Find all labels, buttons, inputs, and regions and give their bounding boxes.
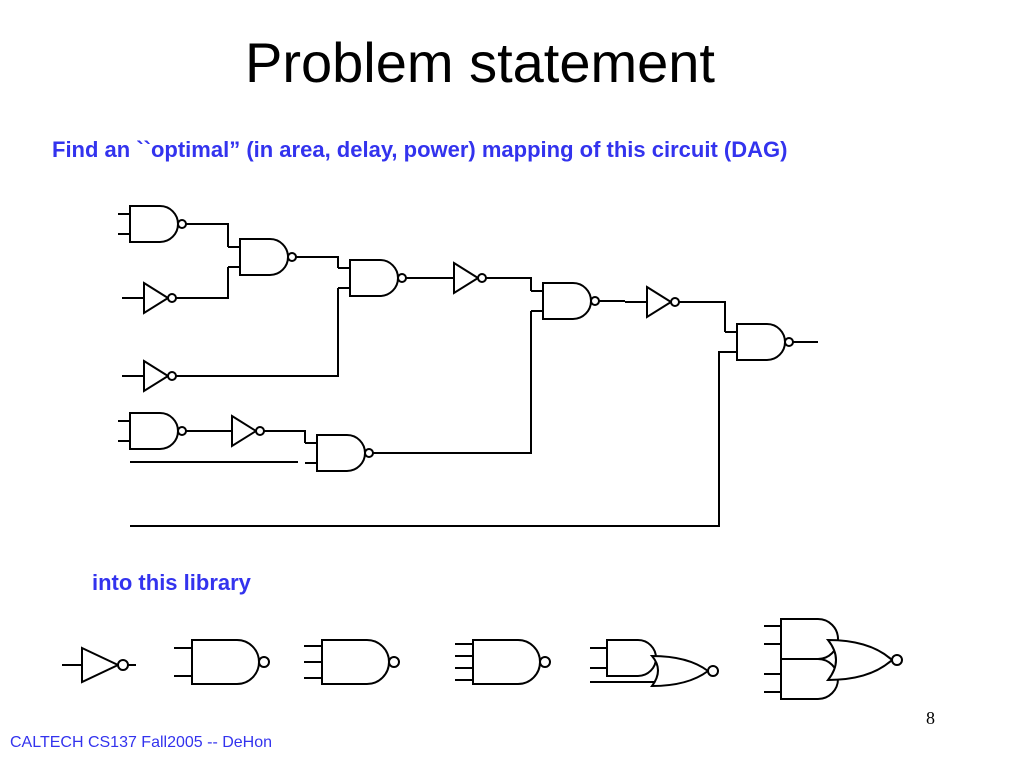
nand-gate-e: [724, 323, 804, 361]
circuit-dag: [117, 205, 818, 527]
slide-footer: CALTECH CS137 Fall2005 -- DeHon: [10, 734, 273, 751]
library-and-or-invert-22: [764, 618, 903, 700]
slide-title: Problem statement: [245, 31, 715, 94]
gate-library: [62, 618, 903, 700]
inverter-1: [121, 282, 181, 314]
inverter-2: [121, 360, 181, 392]
library-label: into this library: [92, 570, 251, 595]
nand-gate-g: [304, 434, 384, 472]
nand-gate-c: [337, 259, 417, 297]
library-nand4: [455, 639, 551, 685]
inverter-4: [624, 286, 684, 318]
inverter-5: [209, 415, 269, 447]
nand-gate-a: [117, 205, 197, 243]
library-nand3: [304, 639, 400, 685]
library-and-or-invert-21: [590, 639, 719, 688]
page-number: 8: [926, 708, 935, 728]
circuit-wires: [130, 223, 818, 527]
problem-description: Find an ``optimal” (in area, delay, powe…: [52, 137, 788, 162]
inverter-3: [431, 262, 491, 294]
nand-gate-d: [530, 282, 610, 320]
library-inverter: [62, 646, 136, 684]
library-nand2: [174, 639, 270, 685]
nand-gate-b: [227, 238, 307, 276]
nand-gate-f: [117, 412, 197, 450]
